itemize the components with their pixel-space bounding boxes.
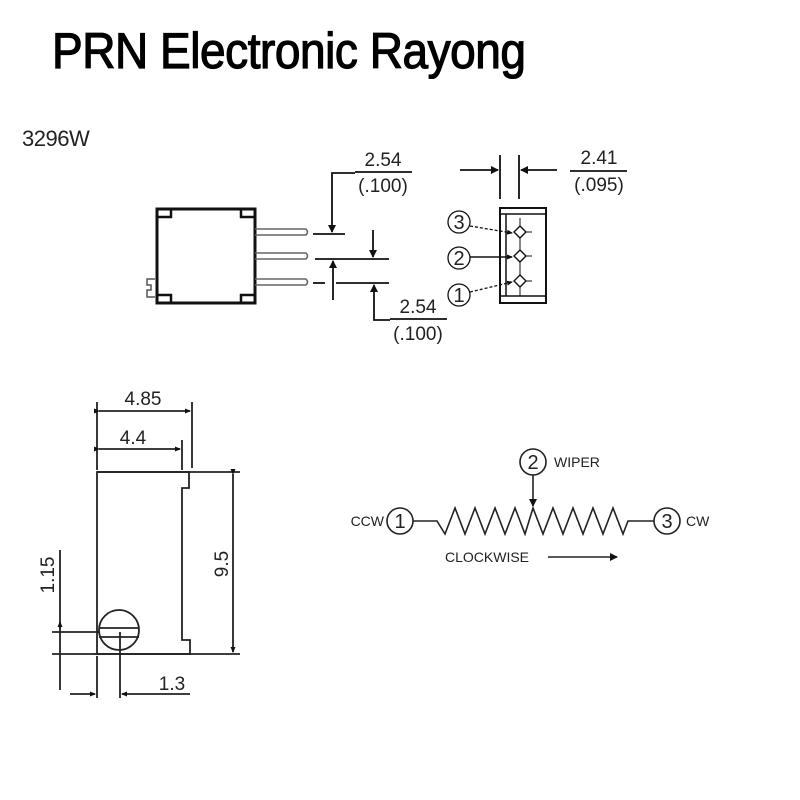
pitch-bottom-mm: 2.54 [400,297,437,318]
pitch-top-mm: 2.54 [365,150,402,171]
pitch-dimension-lines [313,171,447,321]
wiper-label: WIPER [554,454,600,470]
resistor-zigzag [413,505,654,537]
body-outline [155,207,257,305]
page-title: PRN Electronic Rayong [51,22,526,79]
height-label: 9.5 [212,551,233,577]
end-pin-label-3: 3 [453,212,464,234]
cw-label: CW [686,513,710,529]
corner-tab [155,207,173,219]
pitch-bottom-inch: (.100) [393,324,443,345]
side-view [52,402,240,698]
adjuster-screw [98,609,140,651]
ccw-label: CCW [351,513,385,529]
corner-tab [239,293,257,305]
pins [255,228,309,286]
schematic-pin-2-number: 2 [527,452,538,474]
top-view [146,207,309,305]
end-pin-label-1: 1 [453,285,464,307]
adjuster-height-label: 1.15 [38,557,59,594]
clockwise-label: CLOCKWISE [445,549,529,565]
schematic-pin-3-number: 3 [661,511,672,533]
side-body-outline [96,471,191,655]
adjuster-offset-label: 1.3 [159,674,185,695]
end-body [499,207,547,304]
pin-marker [513,225,527,239]
row-width-mm: 2.41 [581,148,618,169]
end-pin-label-2: 2 [453,248,464,270]
end-view [447,155,627,307]
corner-tab [155,293,173,305]
pitch-top-inch: (.100) [358,176,408,197]
body-width-label: 4.4 [120,428,147,449]
row-width-inch: (.095) [574,175,624,196]
corner-tab [239,207,257,219]
schematic-pin-1-number: 1 [394,511,405,533]
overall-width-label: 4.85 [125,389,162,410]
pin-marker [513,249,527,263]
model-number: 3296W [22,126,90,151]
pin-marker [513,274,527,288]
schematic [386,448,681,561]
adjuster-notch [146,278,155,298]
